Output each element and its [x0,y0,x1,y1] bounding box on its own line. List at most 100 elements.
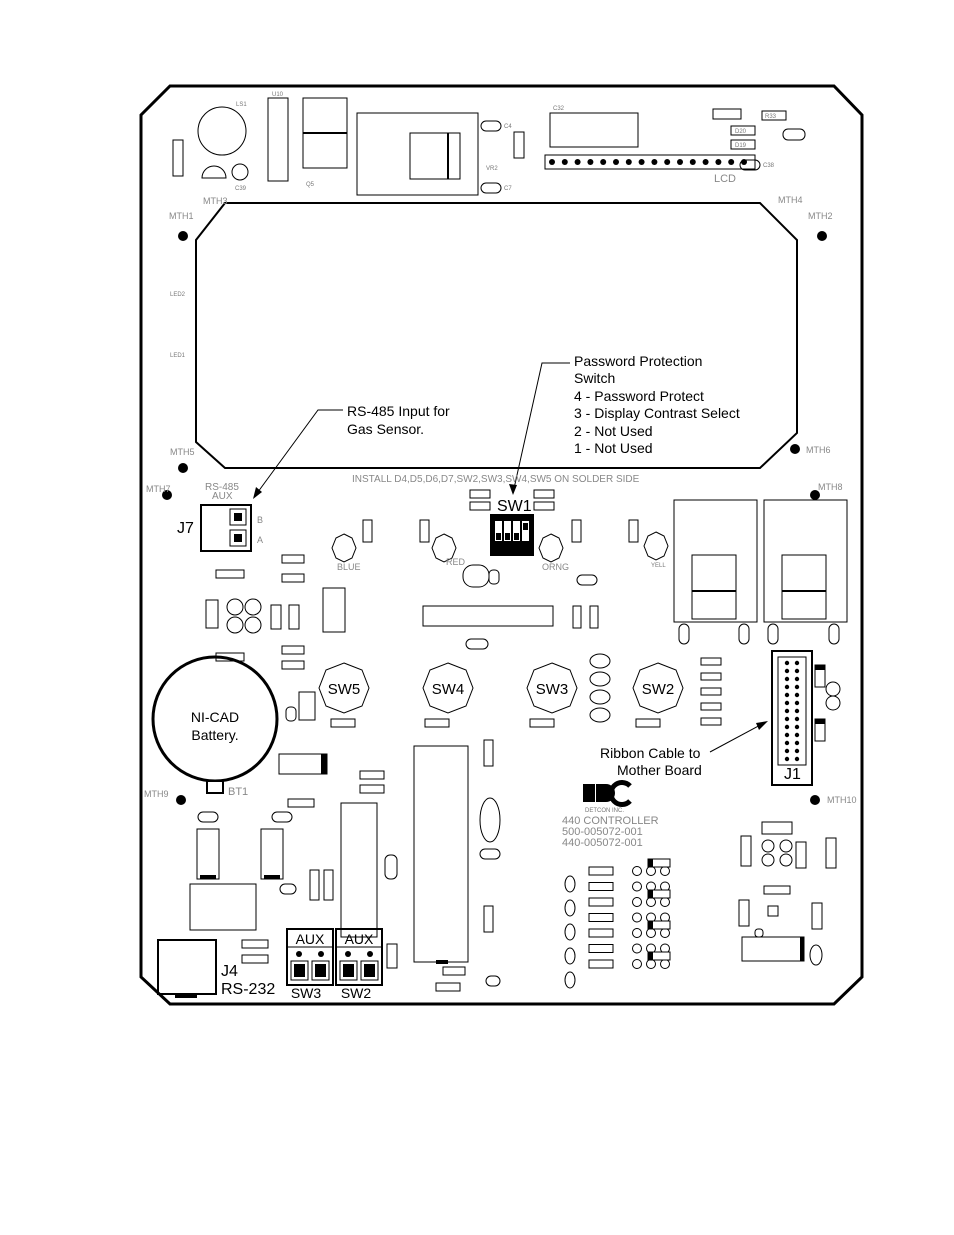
array-pad [632,943,642,954]
j1-pin [784,684,790,690]
j1-pin [794,684,800,690]
partnumber-2: 440-005072-001 [562,837,643,849]
mth10-label: MTH10 [827,795,857,805]
rj-jacks [673,499,848,645]
j1-pin [784,724,790,730]
lcd-header-pins [549,159,747,165]
password-item-4: 4 - Password Protect [574,388,704,404]
password-leader [509,362,570,495]
lcd-pin [728,159,735,165]
mth7-label: MTH7 [146,484,171,494]
j7-connector [200,504,252,552]
j1-pin [784,660,790,666]
led1-label: LED1 [170,353,186,359]
lower-left-components [189,753,398,969]
lower-right-parts [738,821,837,966]
battery-label-line1: NI-CAD [191,709,239,725]
partnumber-1: 500-005072-001 [562,826,643,838]
password-item-3: 3 - Display Contrast Select [574,405,740,421]
svg-text:VR2: VR2 [486,166,498,172]
mounting-holes [162,231,827,805]
detcon-logo [583,780,632,807]
array-pad [646,928,656,938]
sw1-label: SW1 [497,498,532,515]
array-resistor [588,944,614,953]
install-note: INSTALL D4,D5,D6,D7,SW2,SW3,SW4,SW5 ON S… [352,474,640,485]
mth8-label: MTH8 [818,482,843,492]
j7-label: J7 [177,520,194,537]
battery-label-line2: Battery. [191,727,238,743]
center-ic [413,739,501,992]
sw2-label: SW2 [642,681,675,698]
rs232-label: RS-232 [221,981,275,998]
sw1-dip-switch [469,489,555,556]
sw4-label: SW4 [432,681,465,698]
svg-text:U10: U10 [272,92,284,98]
array-diode-band [648,952,653,960]
lcd-pin [600,159,607,165]
array-cap [564,923,576,941]
j4-connector [157,939,217,998]
ribbon-leader [709,721,768,753]
svg-text:Q5: Q5 [306,182,315,188]
array-cap [564,971,576,989]
lcd-pin [613,159,619,165]
array-pad [632,881,642,892]
rs485-aux-label1: RS-485 [205,482,239,493]
j1-pin [784,668,790,674]
ribbon-callout-line1: Ribbon Cable to [600,745,701,761]
rs485-leader [253,409,343,499]
svg-text:D20: D20 [735,129,747,135]
j1-pin [784,716,790,722]
j1-pin [784,732,790,738]
lcd-pin [574,159,581,165]
tactile-switch-sw2 [632,662,684,714]
j1-pin [794,708,800,714]
nicad-battery [151,655,279,794]
j1-pin [784,740,790,746]
j1-pin [784,708,790,714]
mth2-label: MTH2 [808,211,833,221]
array-resistor [588,882,614,891]
array-cap [564,875,576,893]
aux-terminal-left [286,928,334,986]
svg-text:LS1: LS1 [236,102,247,108]
lcd-pin [664,159,671,165]
array-resistor [588,913,614,922]
array-pad [632,928,642,938]
mth1-label: MTH1 [169,211,194,221]
lcd-label: LCD [714,173,736,185]
array-pad [646,959,656,969]
j1-pin [794,676,800,682]
array-resistor [588,866,614,876]
rs485-callout-line2: Gas Sensor. [347,421,424,437]
lcd-window [195,202,798,469]
array-pad [660,866,670,876]
j1-pin [784,676,790,682]
svg-text:C38: C38 [763,163,775,169]
j1-pins [784,660,800,762]
lcd-pin [689,159,696,165]
aux-left-label: AUX [296,931,325,947]
tactile-switch-sw4 [422,662,474,714]
aux-right-label: AUX [345,931,374,947]
led-yell-label: YELL [651,563,666,569]
lower-right-array [564,858,671,989]
j1-label: J1 [784,766,801,783]
mth5-label: MTH5 [170,447,195,457]
lcd-pin [651,159,658,165]
array-pad [632,897,642,907]
middle-components [205,554,722,728]
rs485-aux-label2: AUX [212,491,233,502]
company-label: DETCON INC. [585,808,624,814]
j1-pin [794,724,800,730]
password-item-2: 2 - Not Used [574,423,653,439]
array-resistor [588,928,614,938]
array-pad [646,866,656,876]
j7-a-label: A [257,535,263,545]
password-callout-title1: Password Protection [574,353,702,369]
lcd-pin [702,159,709,165]
svg-text:C39: C39 [235,186,247,192]
j1-pin [784,748,790,754]
j1-pin [784,700,790,706]
